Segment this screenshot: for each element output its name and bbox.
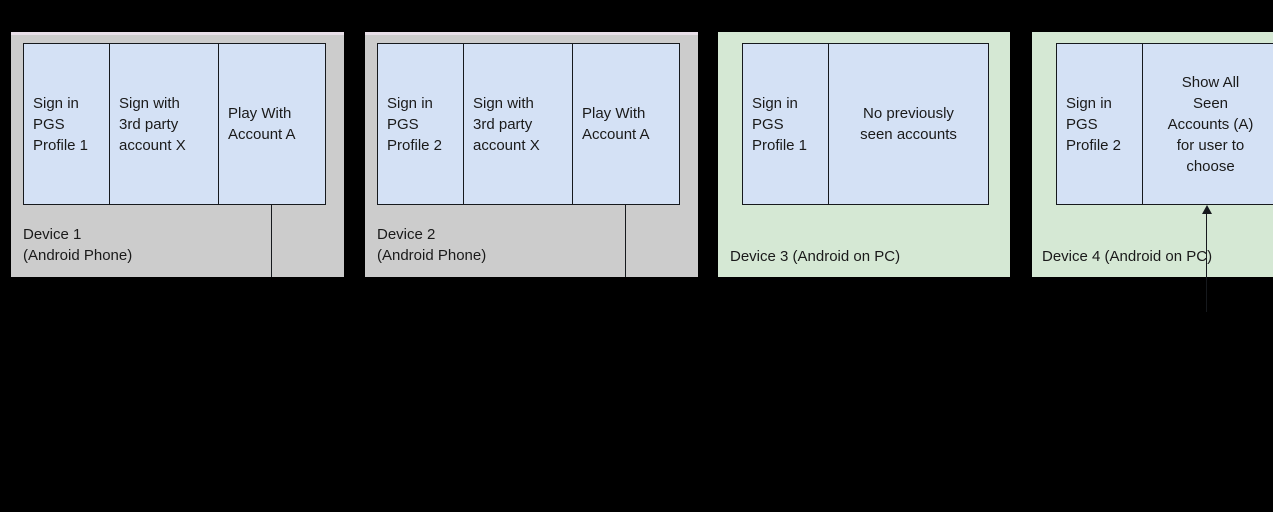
- cell-play-with-account-a[interactable]: Play With Account A: [219, 43, 326, 205]
- cell-sign-in-pgs-profile-1[interactable]: Sign in PGS Profile 1: [23, 43, 110, 205]
- cell-sign-in-pgs-profile-2[interactable]: Sign in PGS Profile 2: [377, 43, 464, 205]
- cell-sign-in-pgs-profile-2[interactable]: Sign in PGS Profile 2: [1056, 43, 1143, 205]
- device-3-label: Device 3 (Android on PC): [730, 248, 901, 265]
- connector-stem-device-2: [625, 205, 626, 277]
- panel-top-strip: [11, 32, 344, 35]
- cell-row-device-4: Sign in PGS Profile 2 Show All Seen Acco…: [1056, 43, 1273, 205]
- device-2-label: Device 2 (Android Phone): [377, 226, 487, 264]
- cell-row-device-1: Sign in PGS Profile 1 Sign with 3rd part…: [23, 43, 326, 205]
- arrow-to-show-all-seen-accounts: [1206, 210, 1207, 312]
- cell-sign-in-pgs-profile-1[interactable]: Sign in PGS Profile 1: [742, 43, 829, 205]
- cell-row-device-2: Sign in PGS Profile 2 Sign with 3rd part…: [377, 43, 680, 205]
- arrow-head-icon: [1202, 205, 1212, 214]
- cell-row-device-3: Sign in PGS Profile 1 No previously seen…: [742, 43, 989, 205]
- device-4-label: Device 4 (Android on PC): [1042, 248, 1213, 265]
- connector-stem-device-1: [271, 205, 272, 277]
- cell-play-with-account-a[interactable]: Play With Account A: [573, 43, 680, 205]
- cell-no-previously-seen-accounts[interactable]: No previously seen accounts: [829, 43, 989, 205]
- panel-top-strip: [365, 32, 698, 35]
- cell-show-all-seen-accounts[interactable]: Show All Seen Accounts (A) for user to c…: [1143, 43, 1273, 205]
- cell-sign-with-3rd-party-account-x[interactable]: Sign with 3rd party account X: [110, 43, 219, 205]
- device-1-label: Device 1 (Android Phone): [23, 226, 133, 264]
- cell-sign-with-3rd-party-account-x[interactable]: Sign with 3rd party account X: [464, 43, 573, 205]
